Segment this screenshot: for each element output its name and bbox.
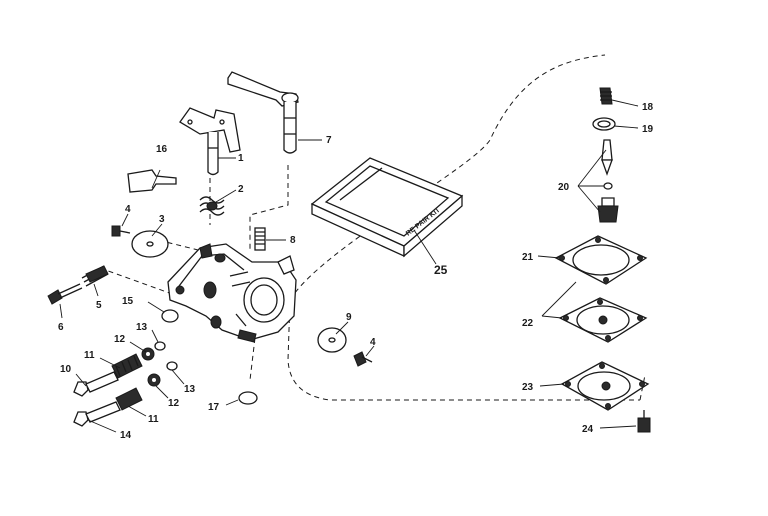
needle-valve-14 bbox=[73, 401, 121, 427]
throttle-disc bbox=[131, 230, 169, 258]
label-part-6: 6 bbox=[58, 322, 64, 333]
clip-20 bbox=[603, 182, 613, 190]
o-ring-12-upper bbox=[141, 347, 155, 361]
label-part-12-lower: 12 bbox=[168, 398, 180, 409]
label-part-2: 2 bbox=[238, 184, 244, 195]
label-part-17: 17 bbox=[208, 402, 220, 413]
carburetor-body bbox=[167, 243, 297, 343]
o-ring-13-lower bbox=[166, 361, 178, 371]
throttle-shaft bbox=[227, 71, 299, 154]
cover-23 bbox=[560, 361, 650, 411]
label-part-20: 20 bbox=[558, 182, 570, 193]
screw-24 bbox=[637, 410, 651, 433]
label-part-15: 15 bbox=[122, 296, 134, 307]
label-part-10: 10 bbox=[60, 364, 72, 375]
needle-valve-10 bbox=[73, 371, 119, 397]
throttle-plate-9 bbox=[317, 327, 347, 353]
gasket-21 bbox=[554, 235, 648, 285]
spring-8 bbox=[254, 227, 266, 251]
label-part-11-upper: 11 bbox=[84, 350, 95, 361]
spring-5 bbox=[81, 265, 109, 287]
spring-11-upper bbox=[111, 353, 143, 379]
label-part-21: 21 bbox=[522, 252, 534, 263]
label-part-13-lower: 13 bbox=[184, 384, 196, 395]
label-part-4-right: 4 bbox=[370, 337, 376, 348]
needle-seat bbox=[597, 197, 619, 223]
label-part-8: 8 bbox=[290, 235, 296, 246]
label-part-1: 1 bbox=[238, 153, 244, 164]
dashed-guide-lines bbox=[99, 54, 646, 401]
part-labels: 1 2 3 4 5 6 7 8 9 10 11 11 12 12 13 13 1… bbox=[58, 102, 654, 441]
ring-19 bbox=[592, 117, 616, 131]
screw-4-left bbox=[111, 225, 131, 237]
o-ring-13-upper bbox=[154, 341, 166, 351]
label-part-16: 16 bbox=[156, 144, 168, 155]
spring-18 bbox=[599, 87, 613, 105]
label-part-11-lower: 11 bbox=[148, 414, 159, 425]
label-part-19: 19 bbox=[642, 124, 654, 135]
label-part-7: 7 bbox=[326, 135, 332, 146]
label-part-3: 3 bbox=[159, 214, 165, 225]
plug-17 bbox=[238, 391, 258, 405]
leader-lines bbox=[59, 99, 639, 433]
repair-kit-box: RE PAIR KIT bbox=[310, 157, 464, 258]
label-part-18: 18 bbox=[642, 102, 654, 113]
label-part-12-upper: 12 bbox=[114, 334, 126, 345]
diaphragm-22 bbox=[558, 297, 648, 343]
label-part-4-left: 4 bbox=[125, 204, 131, 215]
screw-6 bbox=[47, 283, 83, 305]
inlet-needle bbox=[601, 139, 613, 176]
label-part-13-upper: 13 bbox=[136, 322, 148, 333]
o-ring-12-lower bbox=[147, 373, 161, 387]
label-part-5: 5 bbox=[96, 300, 102, 311]
label-part-25: 25 bbox=[434, 263, 448, 277]
spring-11-lower bbox=[115, 387, 143, 411]
choke-shaft bbox=[179, 107, 241, 176]
label-part-14: 14 bbox=[120, 430, 132, 441]
plug-15 bbox=[161, 309, 179, 323]
label-part-24: 24 bbox=[582, 424, 594, 435]
choke-plate bbox=[127, 169, 177, 193]
screw-4-right bbox=[353, 351, 373, 367]
label-part-23: 23 bbox=[522, 382, 534, 393]
spring-2 bbox=[199, 196, 225, 216]
label-part-22: 22 bbox=[522, 318, 534, 329]
label-part-9: 9 bbox=[346, 312, 352, 323]
